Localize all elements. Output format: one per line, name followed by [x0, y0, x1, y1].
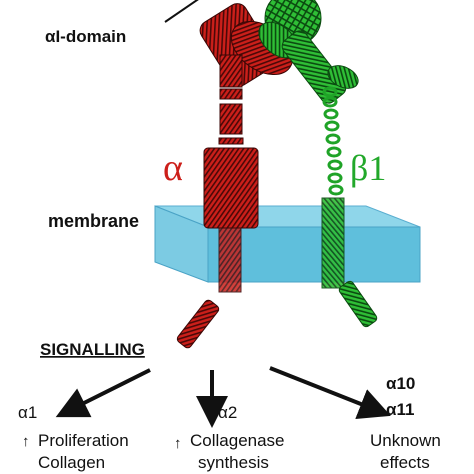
alpha10-11-effect-line-1: Unknown — [370, 431, 441, 450]
beta1-subunit — [258, 0, 378, 328]
beta1-label: β1 — [350, 148, 386, 188]
membrane-slab — [154, 205, 421, 283]
signalling-arrows — [55, 366, 391, 428]
alpha1-effect-line-1: Proliferation — [38, 431, 129, 450]
alpha-label: α — [163, 147, 183, 189]
alpha2-effect-line-2: synthesis — [198, 453, 269, 472]
arrow-to-alpha10-11 — [269, 366, 391, 419]
membrane-label: membrane — [48, 211, 139, 231]
up-arrow-icon: ↑ — [22, 433, 30, 450]
alpha11-label: α11 — [386, 400, 414, 419]
alpha-i-domain-label: αI-domain — [45, 27, 126, 46]
i-domain-pointer-line — [164, 0, 199, 23]
outcome-alpha2: α2 ↑ Collagenase synthesis — [174, 403, 285, 472]
alpha10-label: α10 — [386, 374, 415, 393]
outcome-alpha1: α1 ↑ Proliferation Collagen — [18, 403, 129, 472]
alpha2-label: α2 — [218, 403, 237, 422]
outcome-alpha10-alpha11: α10 α11 Unknown effects — [370, 374, 441, 472]
arrow-to-alpha1 — [55, 368, 151, 418]
alpha1-effect-line-2: Collagen — [38, 453, 105, 472]
signalling-label: SIGNALLING — [40, 340, 145, 359]
alpha10-11-effect-line-2: effects — [380, 453, 430, 472]
alpha1-label: α1 — [18, 403, 37, 422]
up-arrow-icon: ↑ — [174, 435, 182, 452]
alpha2-effect-line-1: Collagenase — [190, 431, 285, 450]
